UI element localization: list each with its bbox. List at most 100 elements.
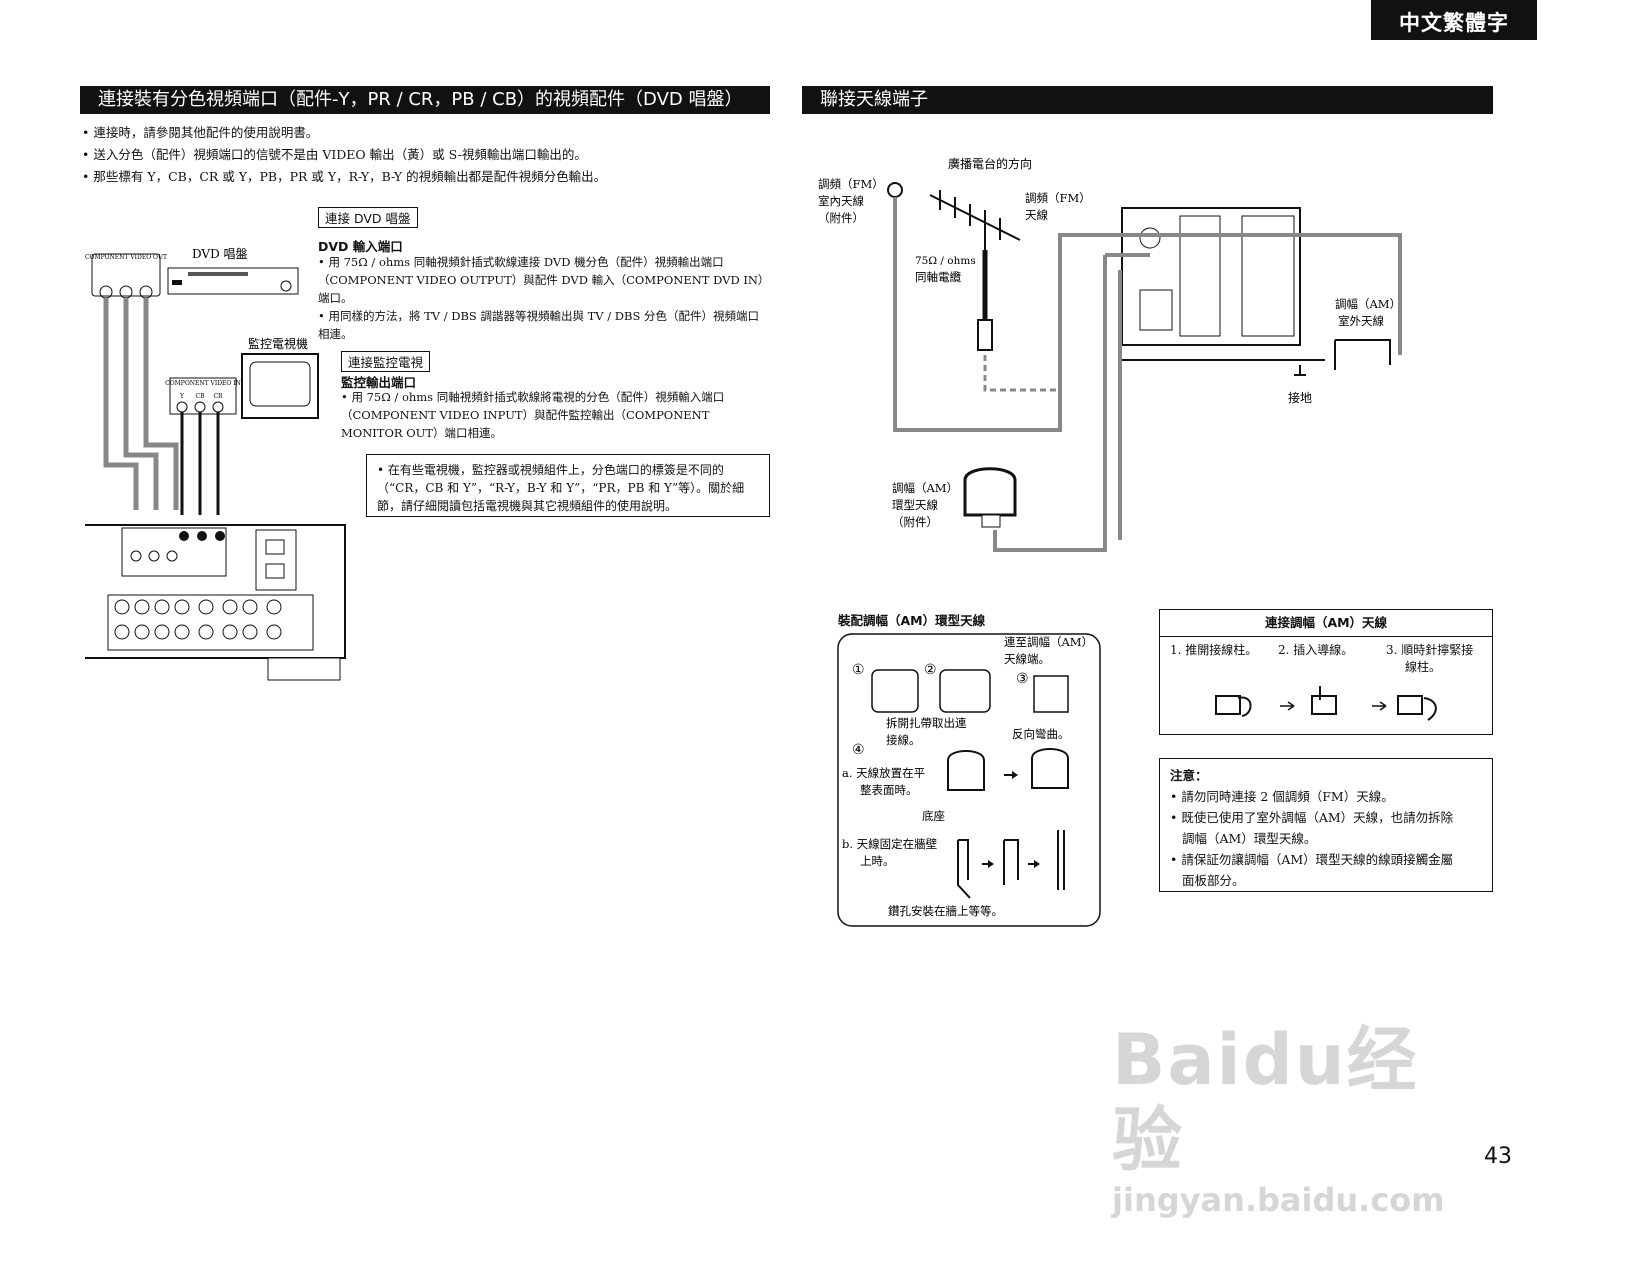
dvd-tray — [172, 280, 182, 285]
caution-item: • 請勿同時連接 2 個調頻（FM）天線。 — [1170, 789, 1394, 804]
speaker-post — [222, 624, 238, 640]
fm-yagi-antenna — [929, 190, 1021, 250]
receiver-jacks — [1179, 215, 1221, 337]
coax-connector — [977, 319, 993, 351]
step3-caption: 反向彎曲。 — [1012, 727, 1070, 741]
dvd-knob — [280, 280, 292, 292]
assembly-frame — [837, 633, 1101, 927]
component-label-note: • 在有些電視機，監控器或視頻組件上，分色端口的標簽是不同的（“CR，CB 和 … — [366, 454, 770, 517]
watermark-brand: Baidu经验 — [1112, 1019, 1419, 1181]
caution-title: 注意： — [1170, 768, 1208, 783]
caution-item: 面板部分。 — [1182, 873, 1245, 888]
loop-wall-step — [957, 839, 971, 899]
fm-indoor-label: 室內天線 — [818, 194, 864, 208]
speaker-terminals — [107, 594, 314, 651]
step-number: ③ — [1016, 671, 1029, 687]
loop-unfolded — [1033, 675, 1069, 713]
am-loop-assembly-diagram: 連至調幅（AM） 天線端。 ① ② ③ 拆開扎帶取出連 接線。 反向彎曲。 ④ … — [837, 633, 1101, 927]
step-a-label: a. 天線放置在平 — [842, 766, 925, 780]
dvd-box-label: 連接 DVD 唱盤 — [318, 207, 418, 228]
am-loop-base — [981, 514, 1001, 528]
wall-icon — [1057, 830, 1065, 890]
component-video-diagram: COMPONENT VIDEO OUT DVD 唱盤 監控電視機 COMPONE… — [85, 247, 346, 681]
loop-standing — [947, 750, 985, 791]
monitor-instructions: • 用 75Ω / ohms 同軸視頻針插式軟線將電視的分色（配件）視頻輸入端口… — [341, 390, 725, 440]
receiver-jack — [215, 531, 225, 541]
speaker-post — [198, 599, 214, 615]
tv-jack — [194, 401, 206, 413]
step-a-label: 整表面時。 — [860, 783, 918, 797]
step1-caption: 接線。 — [886, 733, 921, 747]
ac-outlet-block — [255, 529, 297, 591]
fm-indoor-antenna — [887, 182, 903, 198]
am-connect-title: 連接調幅（AM）天線 — [1160, 610, 1492, 637]
caution-item: • 請保証勿讓調幅（AM）環型天線的線頭接觸金屬 — [1170, 852, 1454, 867]
coax-label: 同軸電纜 — [915, 270, 961, 284]
terminal-icon — [1311, 695, 1337, 715]
speaker-post — [222, 599, 238, 615]
dvd-item: • 用同樣的方法，將 TV / DBS 調諧器等視頻輸出與 TV / DBS 分… — [318, 309, 759, 341]
terminal-icon — [1215, 695, 1241, 715]
am-outdoor-label: 室外天線 — [1338, 314, 1384, 328]
connect-to-label: 連至調幅（AM） — [1004, 635, 1093, 649]
arrow-icon — [988, 860, 994, 868]
am-step1: 1. 推開接線柱。 — [1170, 643, 1258, 657]
page-number: 43 — [1484, 1144, 1512, 1169]
component-terminal-block — [121, 527, 227, 577]
step-b-label: 上時。 — [860, 854, 895, 868]
am-step2: 2. 插入導線。 — [1278, 643, 1354, 657]
speaker-post — [266, 599, 282, 615]
step-b-label: b. 天線固定在牆壁 — [842, 837, 937, 851]
am-outdoor-antenna — [1334, 339, 1391, 370]
antenna-diagram: 廣播電台的方向 調頻（FM） 室內天線 （附件） 調頻（FM） 天線 75Ω /… — [818, 156, 1402, 552]
component-video-out-label: COMPONENT VIDEO OUT — [85, 254, 167, 261]
left-bullet-list: • 連接時，請參閱其他配件的使用說明書。 • 送入分色（配件）視頻端口的信號不是… — [82, 122, 606, 188]
antenna-terminal — [1139, 227, 1161, 249]
step-number: ② — [924, 662, 937, 678]
connect-to-label: 天線端。 — [1004, 652, 1050, 666]
tv-jack — [176, 401, 188, 413]
cable — [143, 298, 179, 510]
assembly-title: 裝配調幅（AM）環型天線 — [838, 613, 986, 628]
loop-folded — [939, 669, 991, 713]
speaker-post — [114, 624, 130, 640]
right-section-title: 聯接天線端子 — [802, 86, 1493, 114]
broadcast-direction-label: 廣播電台的方向 — [948, 156, 1032, 171]
base-label: 底座 — [922, 809, 945, 823]
receiver-foot — [267, 657, 341, 681]
bullet-item: • 那些標有 Y，CB，CR 或 Y，PB，PR 或 Y，R-Y，B-Y 的視頻… — [82, 169, 607, 184]
am-loop-wire — [993, 255, 1107, 552]
receiver-jacks — [1241, 215, 1295, 337]
cb-label: CB — [196, 393, 206, 400]
dvd-output-panel — [91, 253, 161, 297]
bullet-item: • 連接時，請參閱其他配件的使用說明書。 — [82, 125, 319, 140]
speaker-post — [134, 599, 150, 615]
speaker-post — [134, 624, 150, 640]
speaker-post — [198, 624, 214, 640]
am-loop-label: 調幅（AM） — [892, 481, 958, 495]
ac-outlet — [265, 563, 285, 579]
am-step3: 線柱。 — [1405, 660, 1442, 674]
receiver-jack — [179, 531, 189, 541]
language-tab: 中文繁體字 — [1371, 0, 1537, 40]
receiver-jack — [166, 550, 178, 562]
fm-indoor-label: （附件） — [818, 211, 864, 225]
am-outdoor-label: 調幅（AM） — [1335, 297, 1401, 311]
am-outdoor-wire — [1060, 233, 1402, 355]
speaker-post — [154, 599, 170, 615]
fm-antenna-label: 天線 — [1025, 208, 1048, 222]
am-loop-antenna — [963, 467, 1017, 517]
coax-dashed-run — [983, 355, 1060, 392]
coax-label: 75Ω / ohms — [915, 255, 976, 267]
lever-icon — [1423, 697, 1437, 721]
caution-item: • 既使已使用了室外調幅（AM）天線，也請勿拆除 — [1170, 810, 1454, 825]
tv-jack — [212, 401, 224, 413]
monitor-label: 監控電視機 — [248, 336, 308, 351]
dvd-instructions: • 用 75Ω / ohms 同軸視頻針插式軟線連接 DVD 機分色（配件）視頻… — [318, 253, 770, 343]
arrow-icon — [1280, 701, 1295, 711]
tv-input-panel — [169, 377, 237, 415]
fm-indoor-label: 調頻（FM） — [818, 177, 884, 191]
terminal-icon — [1397, 695, 1423, 715]
arrow-icon — [1012, 771, 1018, 779]
bullet-item: • 送入分色（配件）視頻端口的信號不是由 VIDEO 輸出（黃）或 S-視頻輸出… — [82, 147, 587, 162]
